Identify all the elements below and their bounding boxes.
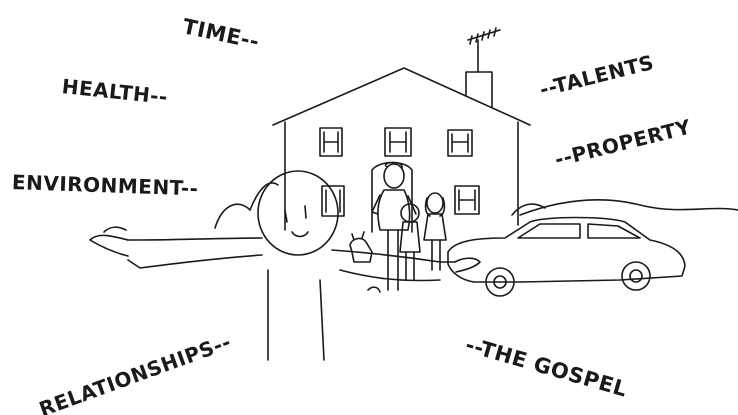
car xyxy=(448,218,685,297)
family xyxy=(350,163,446,291)
bush-left xyxy=(215,183,278,228)
house xyxy=(273,28,530,232)
hills xyxy=(520,200,738,215)
